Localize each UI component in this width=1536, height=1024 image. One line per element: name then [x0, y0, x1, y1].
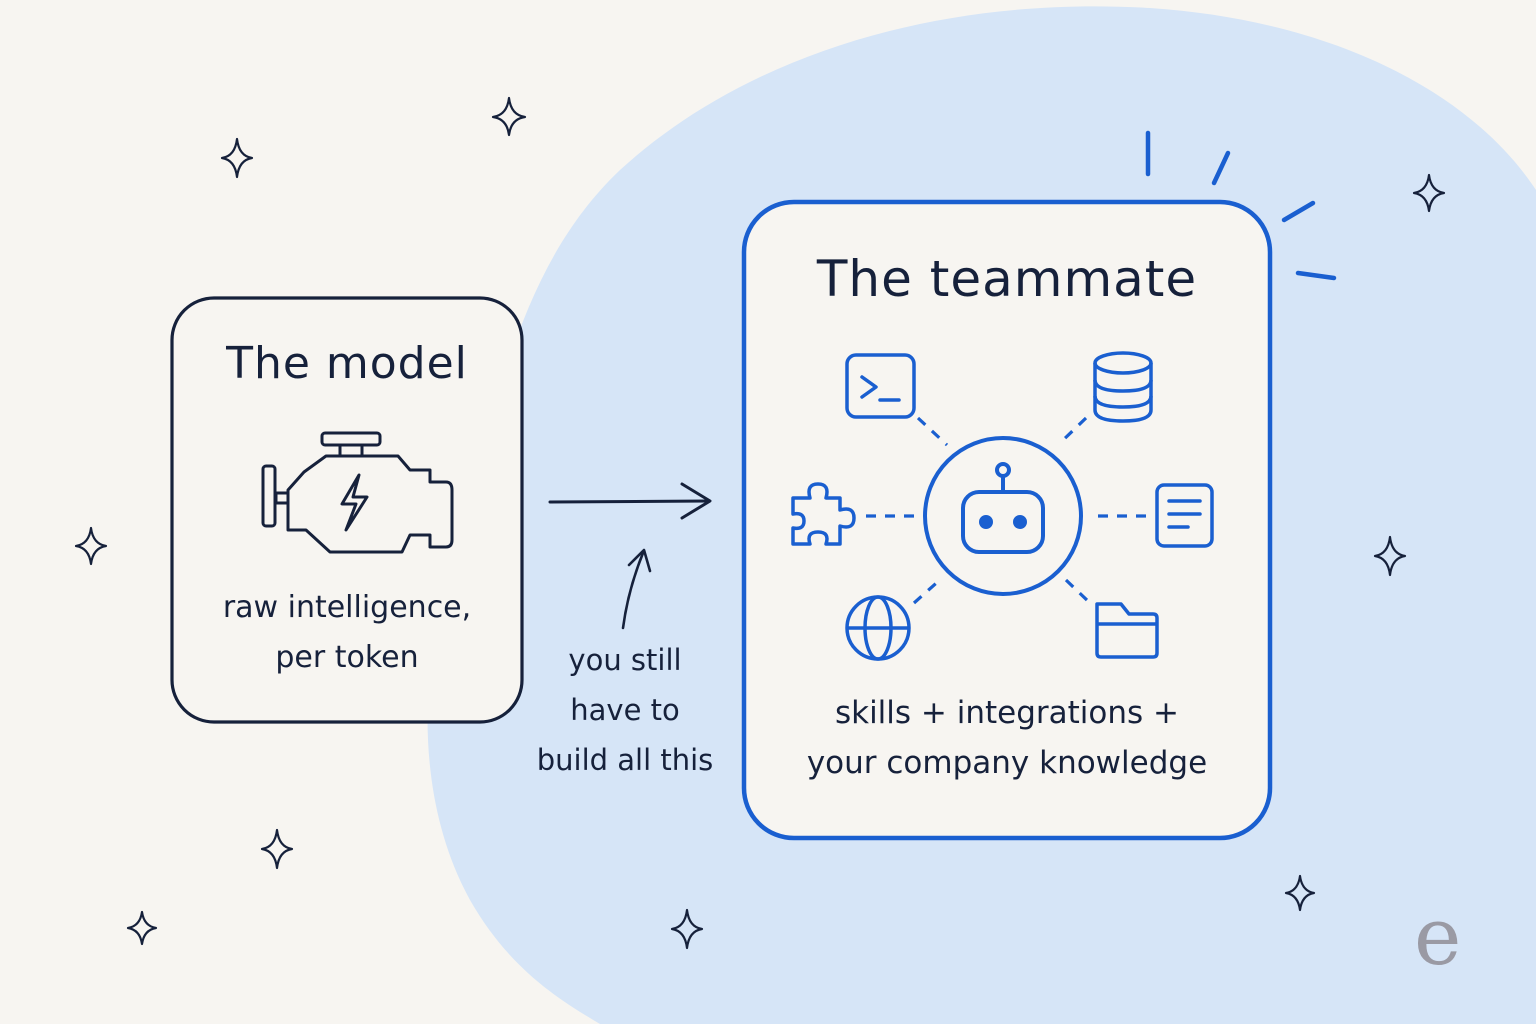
sparkle-icon — [1412, 173, 1446, 213]
sparkles — [74, 96, 1446, 950]
sparkle-icon — [126, 910, 158, 946]
model-card — [170, 296, 524, 724]
puzzle-icon — [791, 482, 856, 546]
teammate-card-title: The teammate — [816, 250, 1198, 308]
connectors — [866, 416, 1150, 605]
sparkle-icon — [491, 96, 527, 137]
sparkle-icon — [220, 137, 254, 179]
annotation-line3: build all this — [536, 743, 714, 777]
sparkle-icon — [260, 828, 294, 870]
database-icon — [1093, 351, 1153, 423]
sparkle-icon — [670, 908, 704, 950]
annotation-line2: have to — [570, 693, 680, 727]
teammate-card-subtitle-line2: your company knowledge — [806, 745, 1208, 781]
folder-icon — [1095, 602, 1159, 659]
robot-icon — [961, 462, 1045, 554]
flow-arrow — [548, 482, 712, 520]
sparkle-icon — [1373, 535, 1407, 577]
teammate-card-subtitle-line1: skills + integrations + — [834, 695, 1180, 731]
engine-icon — [261, 431, 454, 554]
robot-node — [923, 436, 1083, 596]
model-card-title: The model — [226, 338, 468, 389]
highlight-rays — [1145, 130, 1337, 281]
annotation-line1: you still — [568, 643, 682, 677]
brand-logo: e — [1414, 890, 1462, 983]
globe-icon — [845, 595, 911, 661]
terminal-icon — [845, 353, 916, 419]
model-card-subtitle-line2: per token — [275, 640, 419, 675]
document-icon — [1155, 483, 1214, 548]
sparkle-icon — [1284, 874, 1316, 912]
model-card-subtitle-line1: raw intelligence, — [222, 590, 472, 625]
sparkle-icon — [74, 526, 108, 566]
annotation-arrow — [621, 548, 652, 630]
